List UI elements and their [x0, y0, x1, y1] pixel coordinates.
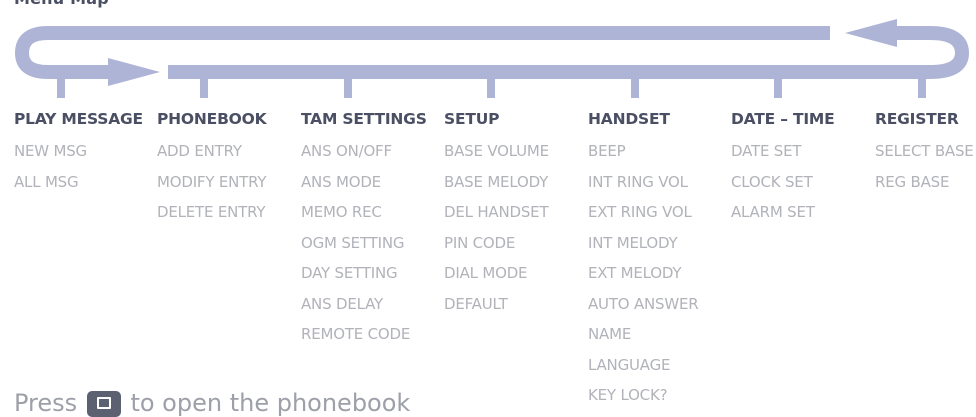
menu-item: BASE MELODY [444, 172, 549, 191]
menu-loop-band [14, 26, 830, 79]
menu-item: EXT MELODY [588, 264, 682, 282]
page-title: Menu Map [14, 0, 109, 8]
menu-item: MEMO REC [301, 203, 382, 221]
menu-item: CLOCK SET [731, 172, 813, 191]
connector-setup [487, 78, 495, 98]
menu-item: BASE VOLUME [444, 142, 549, 160]
menu-heading: PHONEBOOK [157, 110, 267, 128]
menu-item: DAY SETTING [301, 264, 398, 282]
menu-item: INT RING VOL [588, 172, 688, 191]
menu-item: REG BASE [875, 172, 950, 191]
menu-loop-diagram [14, 19, 970, 98]
menu-item: ALL MSG [14, 172, 79, 191]
menu-column: TAM SETTINGS ANS ON/OFF ANS MODE MEMO REC OG… [301, 109, 451, 353]
menu-heading: REGISTER [875, 110, 959, 128]
column-connectors [57, 78, 926, 98]
menu-heading: HANDSET [588, 110, 670, 128]
connector-phonebook [200, 78, 208, 98]
menu-heading: SETUP [444, 110, 500, 128]
connector-date-time [774, 78, 782, 98]
menu-item: NAME [588, 325, 632, 343]
menu-column: PHONEBOOK ADD ENTRY MODIFY ENTRY DELETE ENT… [157, 109, 307, 231]
menu-column: SETUP BASE VOLUME BASE MELODY DEL HANDSET PI… [444, 109, 594, 322]
menu-item: DEL HANDSET [444, 203, 549, 221]
menu-heading: DATE – TIME [731, 110, 835, 128]
menu-item: ADD ENTRY [157, 142, 242, 160]
menu-item: BEEP [588, 142, 626, 160]
footer-text-after: to open the phonebook [130, 389, 411, 417]
menu-item: ANS DELAY [301, 294, 383, 313]
menu-item: AUTO ANSWER [588, 294, 699, 313]
menu-item: DEFAULT [444, 294, 508, 313]
menu-item: EXT RING VOL [588, 203, 692, 221]
arrow-right-icon [108, 58, 160, 86]
menu-column: PLAY MESSAGE NEW MSG ALL MSG [14, 109, 164, 200]
menu-item: PIN CODE [444, 233, 516, 252]
menu-item: LANGUAGE [588, 355, 671, 374]
menu-item: REMOTE CODE [301, 325, 411, 343]
menu-item: MODIFY ENTRY [157, 172, 267, 191]
menu-column: DATE – TIME DATE SET CLOCK SET ALARM SET [731, 109, 881, 231]
connector-play-message [57, 78, 65, 98]
menu-item: INT MELODY [588, 233, 678, 252]
menu-item: DELETE ENTRY [157, 203, 266, 221]
menu-item: DATE SET [731, 142, 802, 160]
arrow-left-icon [845, 19, 897, 47]
connector-handset [631, 78, 639, 98]
menu-item: ALARM SET [731, 203, 815, 221]
menu-item: NEW MSG [14, 142, 87, 160]
menu-item: DIAL MODE [444, 264, 528, 282]
menu-loop-band-return [168, 26, 970, 79]
phonebook-key-icon [86, 391, 121, 417]
connector-tam-settings [344, 78, 352, 98]
menu-item: ANS ON/OFF [301, 142, 392, 160]
menu-column: HANDSET BEEP INT RING VOL EXT RING VOL INT M… [588, 109, 738, 414]
menu-item: SELECT BASE [875, 142, 974, 160]
menu-heading: TAM SETTINGS [301, 110, 427, 128]
menu-item: KEY LOCK? [588, 386, 668, 404]
footer-instruction: Press to open the phonebook [14, 389, 410, 417]
footer-text-before: Press [14, 389, 78, 417]
connector-register [918, 78, 926, 98]
menu-heading: PLAY MESSAGE [14, 110, 143, 128]
menu-item: ANS MODE [301, 172, 381, 191]
menu-column: REGISTER SELECT BASE REG BASE [875, 109, 976, 200]
menu-item: OGM SETTING [301, 233, 405, 252]
